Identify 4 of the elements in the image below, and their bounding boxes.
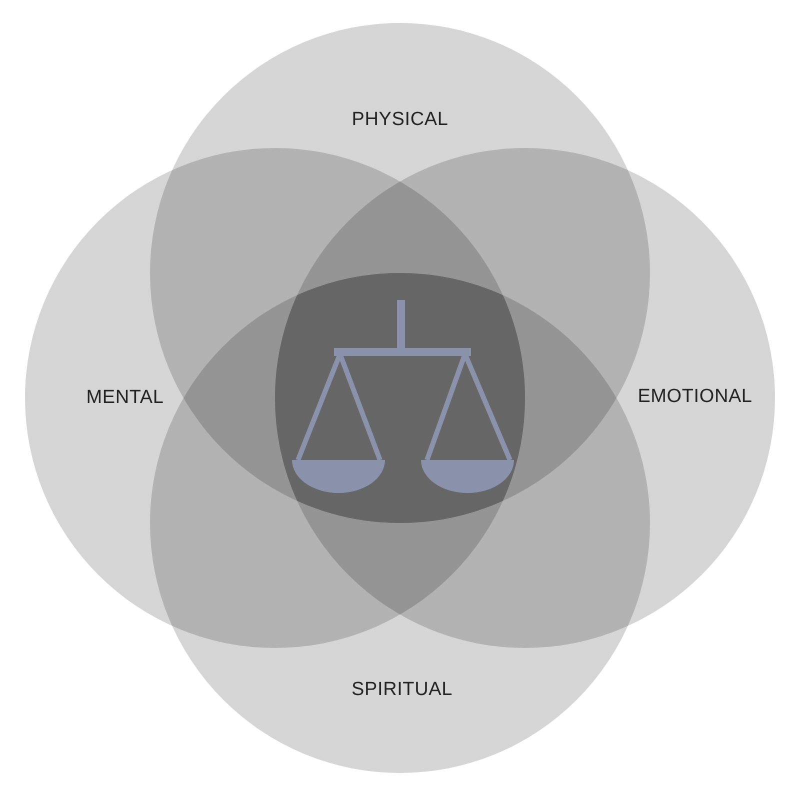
circle-label: EMOTIONAL [638,386,752,408]
circle-label: MENTAL [86,387,164,409]
circle-label: PHYSICAL [352,109,448,131]
circle-label: SPIRITUAL [352,679,452,701]
